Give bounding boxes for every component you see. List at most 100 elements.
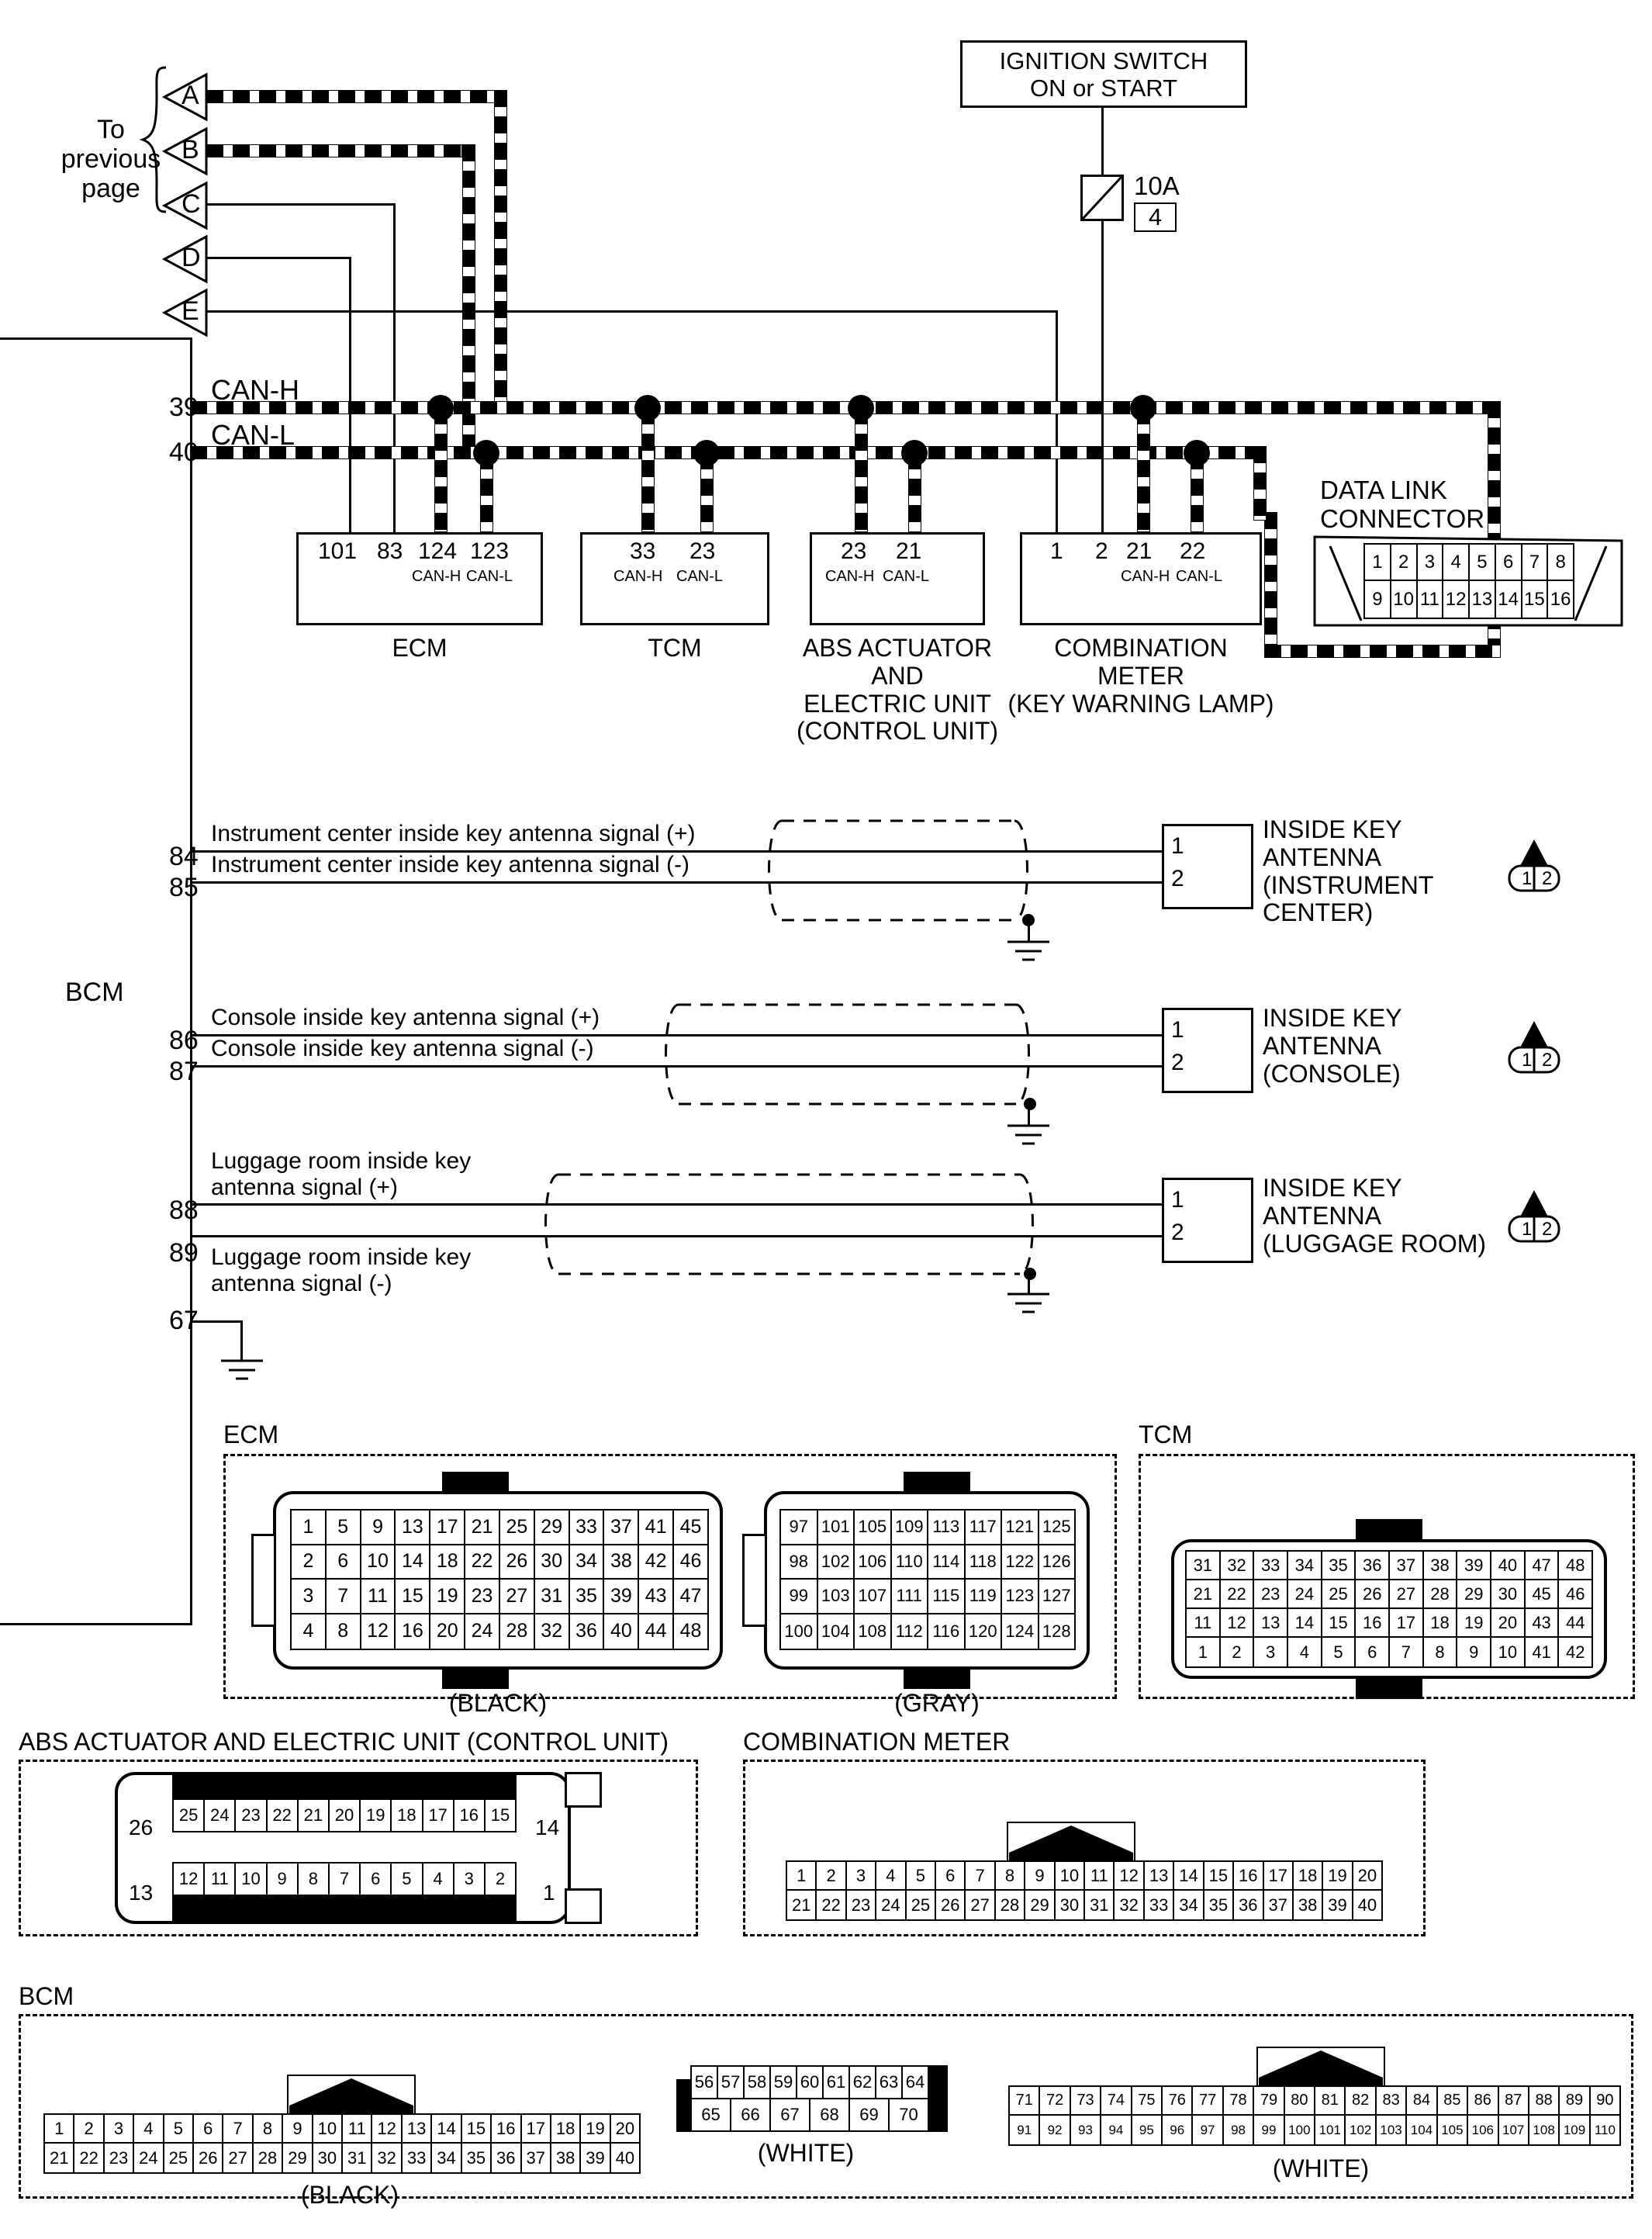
antenna-2-name-label: INSIDE KEY ANTENNA (CONSOLE)	[1263, 1004, 1402, 1088]
ecm-black-color-label: (BLACK)	[448, 1689, 548, 1717]
bcm-black-pin-grid: 1 2 3 4 5 6 7 8 9 10 11 12 13 14 15 16 1…	[43, 2113, 641, 2174]
dlc-pin: 2	[1391, 545, 1418, 581]
ecm-gray-row: 98 102 106 110 114 118 122 126	[781, 1545, 1074, 1580]
antenna-3-name-label: INSIDE KEY ANTENNA (LUGGAGE ROOM)	[1263, 1174, 1487, 1258]
bcm-pin-84-label: 84	[169, 842, 199, 871]
dlc-pin: 16	[1548, 581, 1573, 618]
tcm-row: 11 12 13 14 15 16 17 18 19 20 43 44	[1187, 1609, 1592, 1638]
ecm-connector-block-title: ECM	[223, 1421, 279, 1448]
ecm-gray-pin: 98	[781, 1545, 818, 1580]
bcm-black-pin: 14	[432, 2115, 462, 2144]
can-h-node-tcm	[634, 395, 661, 421]
antenna-2-key-symbol-icon: 1 2	[1508, 1021, 1560, 1074]
bcm-white2-row: 71 72 73 74 75 76 77 78 79 80 81 82 83 8…	[1010, 2087, 1620, 2116]
tcm-pin: 15	[1322, 1609, 1357, 1638]
tcm-pin: 46	[1559, 1580, 1592, 1609]
bcm-black-pin: 13	[402, 2115, 433, 2144]
bcm-black-pin: 33	[402, 2144, 433, 2172]
abs-pin: 18	[392, 1800, 423, 1831]
cm-pin: 35	[1204, 1891, 1235, 1919]
bcm-black-pin: 2	[74, 2115, 105, 2144]
svg-text:1: 1	[1522, 868, 1532, 889]
antenna-2-ground-icon	[1007, 1124, 1049, 1145]
dlc-pin: 8	[1548, 545, 1573, 581]
ecm-black-pin: 8	[326, 1614, 361, 1649]
bcm-white2-pin: 97	[1193, 2116, 1224, 2144]
abs-connector-block-title: ABS ACTUATOR AND ELECTRIC UNIT (CONTROL …	[19, 1728, 669, 1756]
cm-pin: 26	[936, 1891, 966, 1919]
bcm-white1-row-top: 56 57 58 59 60 61 62 63 64	[692, 2067, 928, 2098]
bcm-connector-block-outline	[19, 2014, 1633, 2199]
bcm-black-pin: 4	[134, 2115, 164, 2144]
ecm-can-l-drop	[480, 452, 493, 532]
tcm-pin: 24	[1288, 1580, 1322, 1609]
tcm-pin: 45	[1525, 1580, 1560, 1609]
ecm-black-pin: 4	[292, 1614, 327, 1649]
ecm-gray-pin: 108	[855, 1614, 892, 1649]
page-connector-b-label: B	[181, 135, 199, 164]
bcm-black-pin: 31	[343, 2144, 373, 2172]
bcm-black-pin: 6	[194, 2115, 224, 2144]
bcm-top-edge	[0, 337, 192, 340]
dlc-pin: 9	[1365, 581, 1391, 618]
tcm-pin: 4	[1288, 1638, 1322, 1666]
tcm-row: 31 32 33 34 35 36 37 38 39 40 47 48	[1187, 1552, 1592, 1580]
ecm-gray-pin: 105	[855, 1511, 892, 1545]
tcm-pin: 31	[1187, 1552, 1221, 1580]
wire-e-vertical	[1056, 310, 1058, 533]
ecm-gray-pin: 122	[1002, 1545, 1039, 1580]
tcm-pin: 19	[1457, 1609, 1492, 1638]
tcm-pin: 34	[1288, 1552, 1322, 1580]
page-connector-e-label: E	[181, 296, 199, 326]
bcm-black-pin: 11	[343, 2115, 373, 2144]
antenna-1-plus-signal-label: Instrument center inside key antenna sig…	[211, 821, 696, 846]
bcm-white2-pin: 105	[1437, 2116, 1469, 2144]
ecm-black-side-tab-icon	[251, 1534, 276, 1627]
combination-meter-block-title: COMBINATION METER	[743, 1728, 1011, 1756]
ecm-black-pin: 31	[534, 1580, 570, 1614]
bcm-pin-89-label: 89	[169, 1238, 199, 1268]
combination-meter-row: 1 2 3 4 5 6 7 8 9 10 11 12 13 14 15 16 1…	[787, 1862, 1382, 1891]
can-h-dlc-drop	[1264, 512, 1277, 652]
tcm-pin-grid: 31 32 33 34 35 36 37 38 39 40 47 48 21 2…	[1185, 1550, 1593, 1668]
ecm-gray-pin: 121	[1002, 1511, 1039, 1545]
bcm-pin-85-label: 85	[169, 873, 199, 902]
abs-pin: 20	[329, 1800, 361, 1831]
wire-c-horizontal	[206, 203, 396, 206]
data-link-connector-title: DATA LINK CONNECTOR	[1320, 476, 1485, 533]
ecm-gray-pin: 117	[965, 1511, 1002, 1545]
abs-pin-21-label: 21	[896, 538, 922, 564]
abs-pin: 19	[361, 1800, 392, 1831]
bcm-white1-color-label: (WHITE)	[757, 2139, 855, 2167]
ecm-black-pin: 41	[639, 1511, 675, 1545]
wire-d-horizontal	[206, 257, 351, 259]
cm-pin: 4	[876, 1862, 907, 1891]
dlc-pin: 3	[1417, 545, 1444, 581]
ecm-gray-pin: 99	[781, 1580, 818, 1614]
antenna-2-plus-wire	[190, 1034, 1163, 1036]
can-l-node-meter	[1184, 440, 1210, 466]
abs-pin: 2	[485, 1864, 516, 1895]
ecm-gray-pin: 111	[891, 1580, 928, 1614]
tcm-pin: 8	[1423, 1638, 1458, 1666]
can-l-node-ecm	[473, 440, 499, 466]
ecm-black-pin: 16	[396, 1614, 431, 1649]
antenna-1-key-symbol-icon: 1 2	[1508, 839, 1560, 892]
bcm-white2-pin: 92	[1040, 2116, 1071, 2144]
cm-pin: 31	[1085, 1891, 1115, 1919]
ecm-pin-101-label: 101	[318, 538, 358, 564]
bcm-black-pin: 30	[313, 2144, 344, 2172]
bcm-black-pin: 27	[223, 2144, 254, 2172]
ecm-black-pin: 29	[534, 1511, 570, 1545]
ecm-black-pin: 15	[396, 1580, 431, 1614]
ecm-black-pin: 43	[639, 1580, 675, 1614]
ecm-black-pin: 26	[499, 1545, 535, 1580]
ecm-black-pin: 28	[499, 1614, 535, 1649]
tcm-module-caption: TCM	[648, 634, 702, 662]
bcm-pin-87-label: 87	[169, 1057, 199, 1086]
bcm-white1-right-block-icon	[928, 2065, 948, 2132]
cm-pin: 15	[1204, 1862, 1235, 1891]
abs-pin: 25	[174, 1800, 206, 1831]
ecm-gray-pin: 124	[1002, 1614, 1039, 1649]
bcm-white2-pin: 71	[1010, 2087, 1041, 2116]
